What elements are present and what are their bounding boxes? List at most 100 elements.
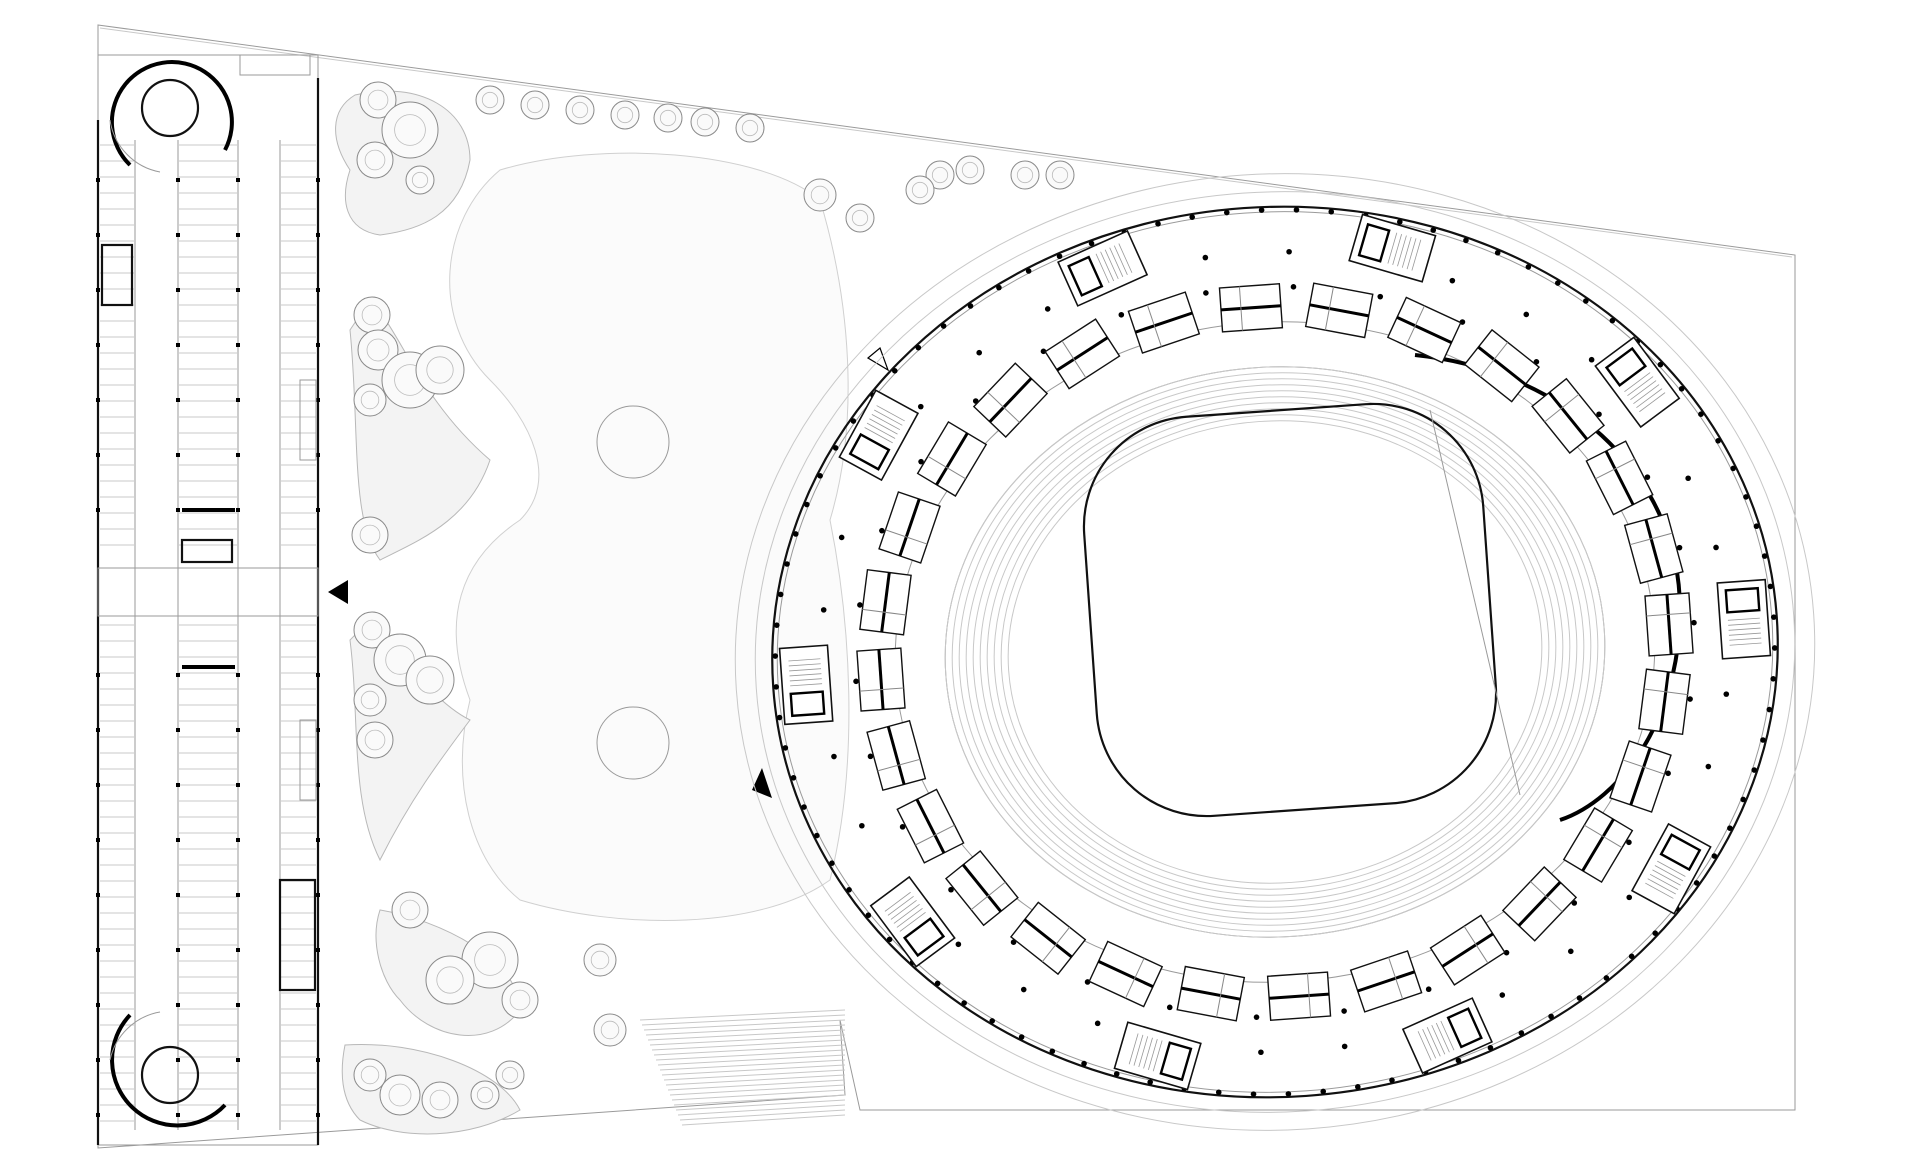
spiral-ramp-icon [109,1011,227,1128]
column-icon [1626,894,1633,901]
column-icon [1081,1060,1087,1067]
column-icon [1644,474,1651,480]
column-icon [772,653,779,659]
column-icon [316,948,320,952]
column-icon [832,445,839,451]
column-icon [236,673,240,677]
column-icon [773,684,780,690]
column-icon [1020,986,1027,993]
column-icon [1215,1089,1222,1096]
column-icon [1094,1020,1101,1027]
column-icon [853,678,859,685]
column-icon [176,453,180,457]
column-icon [1761,553,1768,559]
column-icon [96,343,100,347]
column-icon [236,508,240,512]
column-icon [1290,284,1297,290]
column-icon [1723,691,1730,697]
column-icon [1499,992,1506,998]
column-icon [934,980,941,987]
column-icon [1494,249,1501,256]
tree-icon [379,1074,421,1116]
column-icon [782,745,789,751]
column-icon [820,607,827,613]
column-icon [1770,614,1777,620]
column-icon [176,948,180,952]
column-icon [1341,1008,1347,1014]
pitch [1082,402,1498,818]
tree-icon [425,955,475,1005]
column-icon [1253,1014,1260,1020]
tree-icon [955,155,985,185]
entrance-arrow-outline-icon [866,346,890,372]
tree-icon [353,611,391,649]
column-icon [1088,240,1095,247]
column-icon [236,1003,240,1007]
column-icon [96,1058,100,1062]
column-icon [96,838,100,842]
column-icon [1503,949,1510,956]
column-icon [1258,1049,1264,1056]
column-icon [817,472,823,479]
column-icon [176,288,180,292]
column-icon [96,508,100,512]
column-icon [1596,411,1602,418]
column-icon [1286,248,1292,255]
column-icon [792,531,799,537]
column-icon [1740,796,1747,803]
tree-icon [565,95,595,125]
column-icon [96,453,100,457]
column-icon [850,418,857,424]
column-icon [316,728,320,732]
column-icon [1766,706,1773,713]
tree-icon [353,1058,387,1092]
column-icon [236,893,240,897]
column-icon [857,602,863,608]
column-icon [1223,209,1230,216]
tree-icon [356,721,394,759]
column-icon [1753,523,1760,530]
column-icon [316,343,320,347]
column-icon [814,832,820,839]
tree-icon [475,85,505,115]
column-icon [1341,1043,1348,1050]
column-icon [176,398,180,402]
stair-icon [239,54,311,76]
column-icon [1147,1079,1153,1085]
entrance-arrow-icon [328,580,348,604]
column-icon [316,233,320,237]
tree-icon [653,103,683,133]
column-icon [96,948,100,952]
column-icon [176,233,180,237]
column-icon [96,398,100,402]
column-icon [1056,253,1063,260]
column-icon [773,622,780,628]
column-icon [1588,356,1595,363]
column-icon [1771,645,1778,651]
stair-icon [299,379,317,461]
column-icon [236,1113,240,1117]
column-icon [1685,475,1691,482]
column-icon [867,753,874,760]
tree-icon [470,1080,500,1110]
tree-icon [610,100,640,130]
column-icon [96,178,100,182]
column-icon [1355,1084,1361,1090]
column-icon [1678,385,1685,392]
tree-icon [925,160,955,190]
column-icon [891,367,898,374]
column-icon [1727,825,1733,832]
column-icon [989,1018,996,1024]
tree-icon [353,296,391,334]
column-icon [1698,411,1704,418]
column-icon [316,1113,320,1117]
column-icon [176,508,180,512]
column-icon [1049,1048,1056,1055]
column-icon [316,673,320,677]
column-icon [865,912,872,919]
column-icon [1687,696,1693,702]
column-icon [316,178,320,182]
tree-icon [905,175,935,205]
column-icon [1676,544,1683,551]
